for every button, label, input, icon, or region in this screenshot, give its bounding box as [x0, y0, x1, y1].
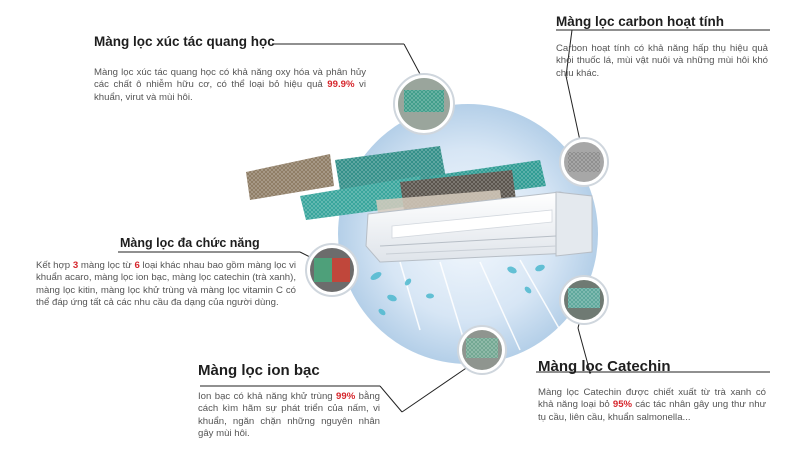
multi-desc-highlight-1: 3: [72, 260, 79, 271]
zoom-catechin: [559, 275, 609, 325]
multi-filter-desc: Kết hợp 3 màng lọc từ 6 loại khác nhau b…: [36, 260, 296, 310]
zoom-silver: [457, 325, 507, 375]
catechin-filter-title: Màng lọc Catechin: [538, 358, 671, 375]
carbon-filter-title: Màng lọc carbon hoạt tính: [556, 14, 724, 29]
photocatalyst-desc-text-1: Màng lọc xúc tác quang học có khả năng o…: [94, 67, 366, 91]
multi-desc-highlight-2: 6: [134, 260, 140, 271]
multi-filter-block: Màng lọc đa chức năng Kết hợp 3 màng lọc…: [36, 236, 306, 310]
carbon-filter-block: Màng lọc carbon hoạt tính Carbon hoạt tí…: [556, 14, 776, 80]
multi-desc-text-3: loại khác nhau bao gồm màng lọc vi khuẩn…: [36, 260, 296, 309]
photocatalyst-desc-text-2: vi khuẩn, virut và mùi hôi.: [94, 79, 366, 103]
carbon-filter-desc: Carbon hoạt tính có khả năng hấp thụ hiệ…: [556, 43, 768, 79]
catechin-filter-desc: Màng lọc Catechin được chiết xuất từ trà…: [538, 387, 766, 424]
airflow-streaks: [399, 259, 561, 361]
multi-filter-title: Màng lọc đa chức năng: [120, 236, 260, 250]
photocatalyst-filter-desc: Màng lọc xúc tác quang học có khả năng o…: [94, 67, 366, 104]
silver-desc-text-1: Ion bạc có khả năng khử trùng: [198, 391, 337, 402]
multi-desc-text-1: Kết hợp: [36, 260, 73, 271]
leaves: [370, 264, 545, 316]
silver-filter-block: Màng lọc ion bạc Ion bạc có khả năng khử…: [198, 362, 398, 441]
photocatalyst-filter-block: Màng lọc xúc tác quang học Màng lọc xúc …: [94, 34, 394, 104]
zoom-carbon: [559, 137, 609, 187]
air-conditioner-unit: [365, 191, 593, 263]
multi-desc-text-2: màng lọc từ: [78, 260, 135, 271]
silver-desc-highlight: 99%: [336, 391, 356, 402]
catechin-desc-highlight: 95%: [612, 399, 633, 411]
zoom-multi: [305, 243, 359, 297]
photocatalyst-filter-title: Màng lọc xúc tác quang học: [94, 34, 275, 49]
zoom-photocatalyst: [393, 73, 455, 135]
silver-filter-title: Màng lọc ion bạc: [198, 362, 320, 379]
photocatalyst-desc-highlight: 99.9%: [327, 79, 355, 91]
silver-desc-text-2: bằng cách kìm hãm sự phát triển của nấm,…: [198, 391, 381, 440]
catechin-desc-text-1: Màng lọc Catechin được chiết xuất từ trà…: [538, 387, 766, 411]
catechin-filter-block: Màng lọc Catechin Màng lọc Catechin được…: [538, 358, 778, 424]
catechin-desc-text-2: các tác nhân gây ung thư như tụ cầu, liê…: [538, 399, 766, 423]
silver-filter-desc: Ion bạc có khả năng khử trùng 99% bằng c…: [198, 391, 380, 441]
